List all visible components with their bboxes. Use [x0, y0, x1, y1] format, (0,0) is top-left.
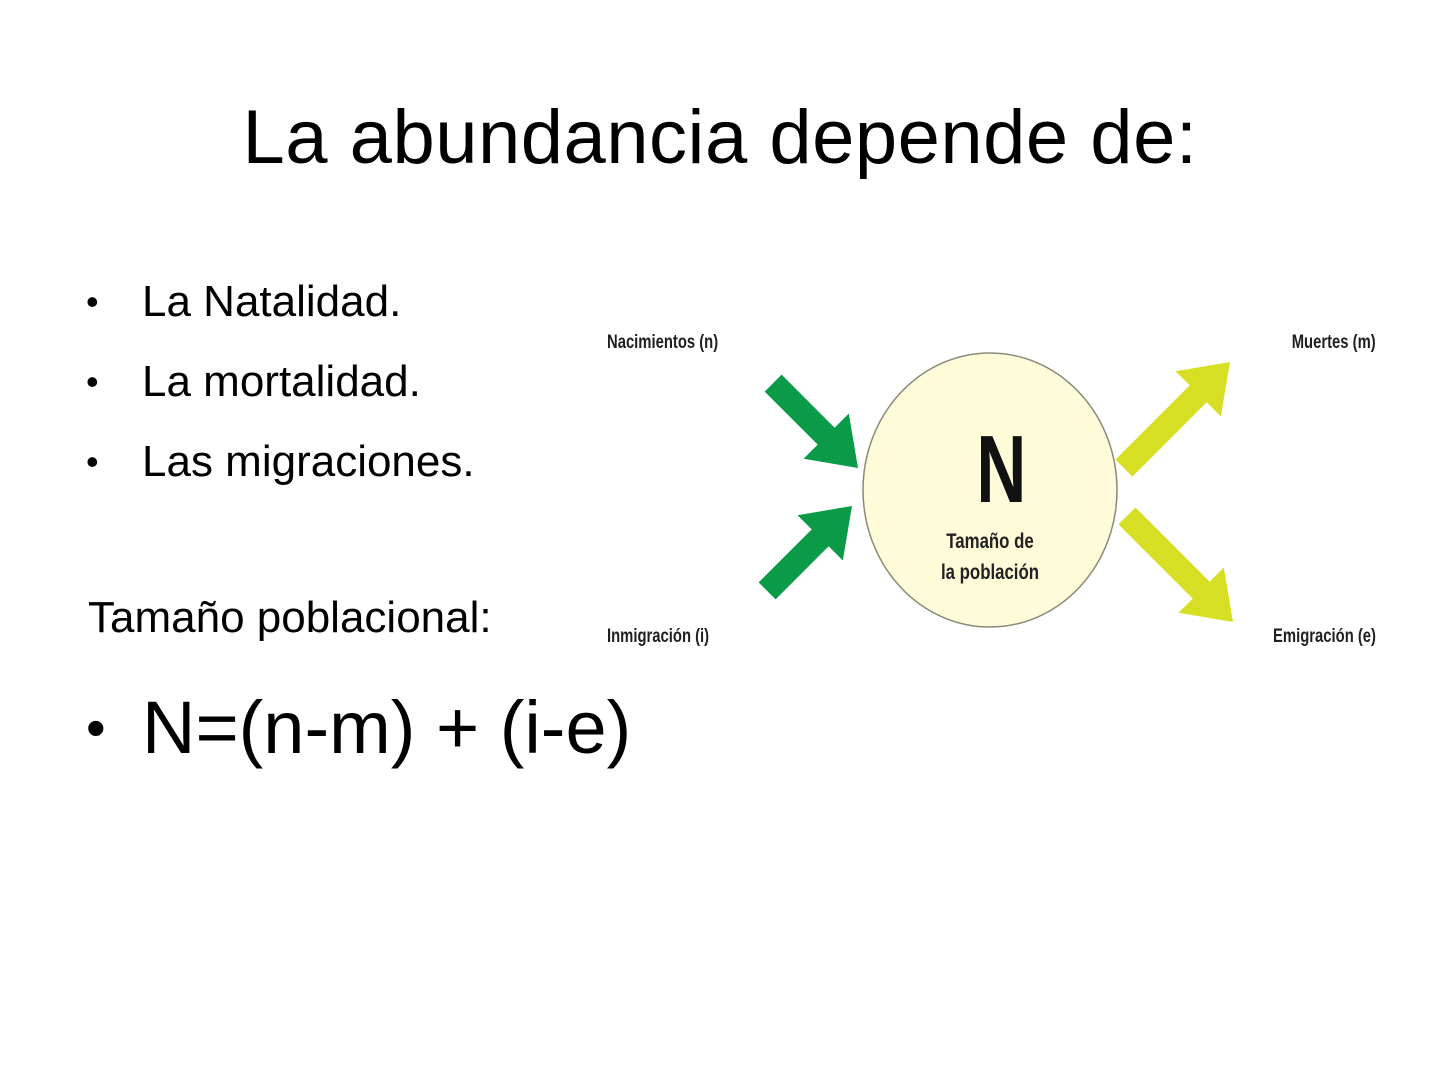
list-item-label: La mortalidad. — [142, 357, 421, 406]
population-size-heading: Tamaño poblacional: — [88, 593, 492, 642]
immigration-label: Inmigración (i) — [607, 626, 710, 647]
deaths-label: Muertes (m) — [1292, 332, 1376, 353]
diagram-graphics — [758, 352, 1233, 628]
caption-line-1: Tamaño de — [946, 530, 1034, 553]
formula-text: N=(n-m) + (i-e) — [142, 686, 632, 769]
list-item-label: Las migraciones. — [142, 437, 475, 486]
caption-line-2: la población — [940, 561, 1039, 584]
bullet-icon: • — [86, 696, 106, 759]
population-symbol: N — [976, 416, 1027, 523]
deaths-arrow-icon — [1115, 362, 1230, 477]
births-arrow-icon — [764, 374, 858, 468]
bullet-icon: • — [86, 361, 99, 402]
emigration-label: Emigración (e) — [1273, 626, 1376, 647]
population-caption: Tamaño de la población — [926, 526, 1054, 588]
bullet-icon: • — [86, 281, 99, 322]
list-item-migraciones: • Las migraciones. — [86, 422, 475, 502]
list-item-mortalidad: • La mortalidad. — [86, 342, 475, 422]
bullet-icon: • — [86, 441, 99, 482]
population-formula: • N=(n-m) + (i-e) — [86, 680, 631, 776]
list-item-natalidad: • La Natalidad. — [86, 262, 475, 342]
factor-list: • La Natalidad. • La mortalidad. • Las m… — [86, 262, 475, 502]
population-circle — [862, 352, 1118, 628]
slide-title: La abundancia depende de: — [242, 95, 1198, 180]
list-item-label: La Natalidad. — [142, 277, 402, 326]
births-label: Nacimientos (n) — [607, 332, 719, 353]
immigration-arrow-icon — [758, 506, 852, 600]
emigration-arrow-icon — [1118, 507, 1233, 622]
population-flow-diagram: N Tamaño de la población Nacimientos (n)… — [600, 320, 1400, 670]
